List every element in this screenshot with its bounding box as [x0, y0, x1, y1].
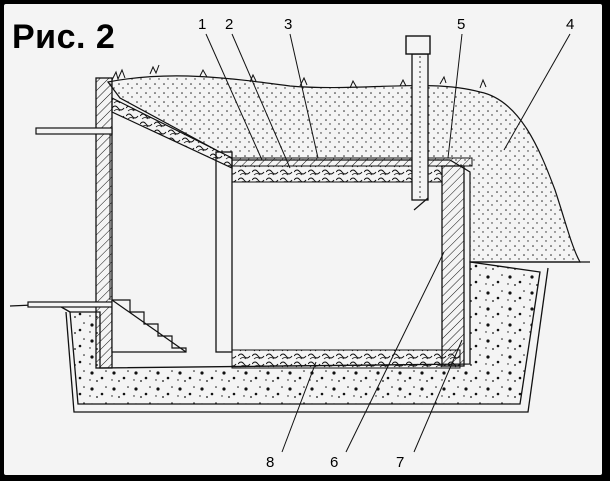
right-wall: [441, 165, 465, 367]
canopy-board: [35, 127, 113, 135]
roof-insulation: [231, 165, 443, 183]
figure-title: Рис. 2: [12, 18, 116, 56]
callout-8: 8: [266, 454, 275, 471]
vent-cap: [405, 35, 431, 55]
callout-3: 3: [284, 16, 293, 33]
callout-2: 2: [225, 16, 234, 33]
callout-4: 4: [566, 16, 575, 33]
vent-outlet: [413, 197, 429, 211]
earth-mound: [106, 75, 582, 263]
callout-7: 7: [396, 454, 405, 471]
callout-6: 6: [330, 454, 339, 471]
pit-outline: [65, 267, 549, 413]
entry-plank: [27, 301, 113, 308]
cellar-floor: [231, 349, 461, 369]
roof-slab: [231, 157, 473, 167]
callout-1: 1: [198, 16, 207, 33]
grass-line: [111, 64, 487, 89]
callout-5: 5: [457, 16, 466, 33]
left-wall: [95, 77, 113, 369]
stairs: [111, 299, 187, 353]
leader-lines: [205, 33, 571, 453]
partition-wall: [215, 151, 233, 353]
